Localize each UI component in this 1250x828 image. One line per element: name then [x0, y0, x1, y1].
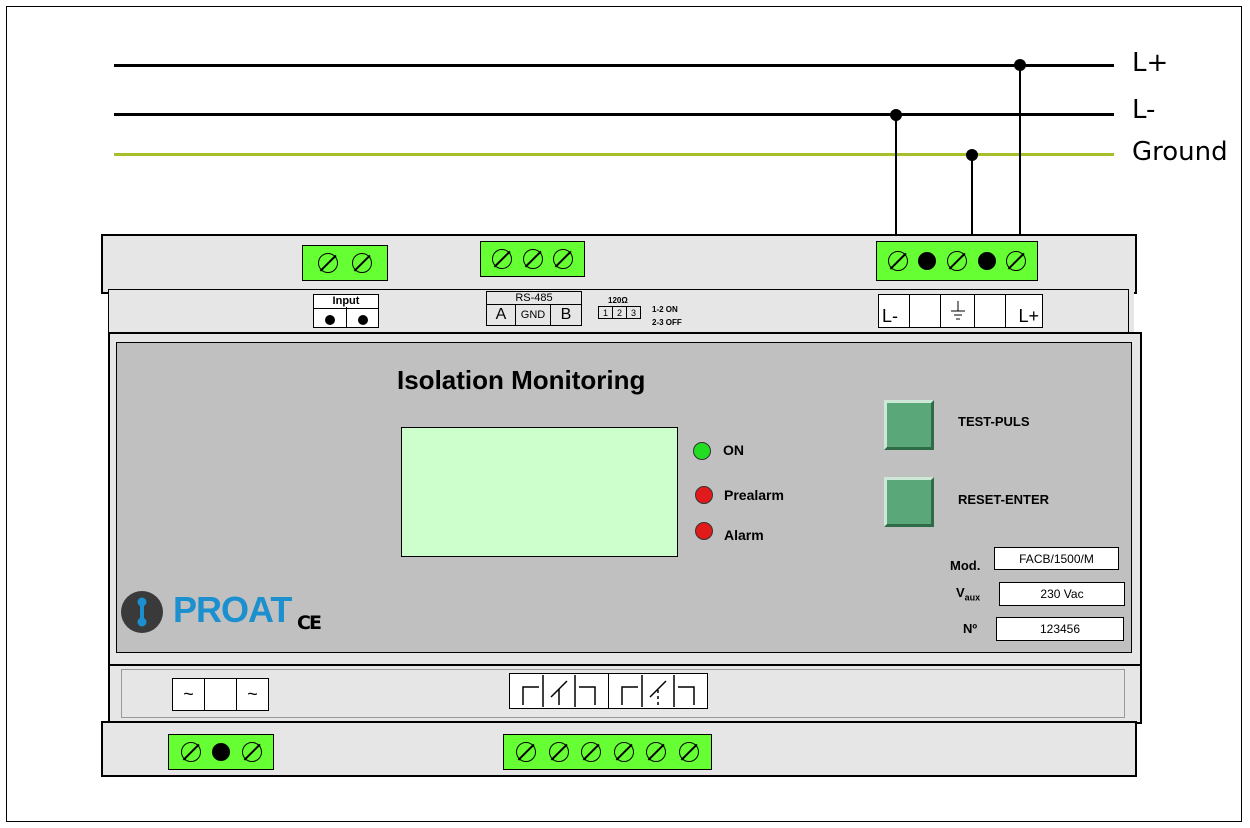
device-title: Isolation Monitoring: [397, 365, 646, 395]
aux-terminal-block: [168, 734, 274, 770]
led-alarm: [695, 522, 713, 540]
bus-line-l-plus: [114, 64, 1114, 67]
serial-label: Nº: [963, 621, 978, 636]
screw-icon: [548, 742, 569, 762]
relay-label-1: [509, 673, 609, 709]
led-alarm-label: Alarm: [724, 527, 764, 543]
serial-value: 123456: [996, 617, 1124, 641]
screw-icon: [581, 742, 602, 762]
junction-ground: [966, 149, 978, 161]
relay-terminal-block: [503, 734, 712, 770]
hole-icon: [977, 252, 996, 270]
relay-contact-icon: [522, 675, 596, 707]
screw-icon: [522, 249, 543, 269]
junction-l-plus: [1014, 59, 1026, 71]
aux-label-1: ~: [172, 678, 205, 711]
ce-mark: CE: [297, 612, 322, 634]
power-label-blank-2: [974, 294, 1006, 328]
power-label-blank-1: [909, 294, 941, 328]
bus-label-l-plus: L+: [1132, 48, 1169, 78]
screw-icon: [946, 251, 967, 271]
rs485-gnd: GND: [515, 304, 551, 326]
termination-pin-1: 1: [598, 306, 613, 319]
screw-icon: [516, 742, 537, 762]
power-label-ground: [940, 294, 975, 328]
vaux-label: Vaux: [956, 585, 980, 603]
test-puls-label: TEST-PULS: [958, 414, 1030, 429]
ground-icon: [950, 301, 965, 320]
bus-line-ground: [114, 153, 1114, 156]
power-label-l-minus: L-: [878, 294, 910, 328]
termination-on: 1-2 ON: [652, 305, 678, 314]
termination-pin-3: 3: [626, 306, 641, 319]
aux-label-2: ~: [236, 678, 269, 711]
screw-icon: [352, 253, 373, 273]
rs485-b: B: [550, 304, 582, 326]
mod-label: Mod.: [950, 558, 981, 573]
screw-icon: [613, 742, 634, 762]
screw-icon: [241, 742, 262, 762]
brand-name: PROAT: [173, 589, 292, 630]
housing-label-strip-edge: [1128, 289, 1134, 335]
bus-label-l-minus: L-: [1132, 95, 1156, 125]
relay-label-2: [608, 673, 708, 709]
relay-contact-icon: [621, 675, 695, 707]
input-contact-dot: [358, 315, 368, 325]
screw-icon: [553, 249, 574, 269]
termination-pin-2: 2: [612, 306, 627, 319]
reset-enter-button[interactable]: [884, 477, 934, 527]
mod-value: FACB/1500/M: [994, 547, 1119, 570]
led-prealarm: [695, 486, 713, 504]
bus-line-l-minus: [114, 113, 1114, 116]
led-on: [693, 442, 711, 460]
screw-icon: [180, 742, 201, 762]
led-on-label: ON: [723, 442, 744, 458]
led-prealarm-label: Prealarm: [724, 487, 784, 503]
rs485-label: RS-485: [486, 291, 582, 305]
screw-icon: [317, 253, 338, 273]
hole-icon: [212, 743, 230, 761]
screw-icon: [491, 249, 512, 269]
wire-l-plus: [1019, 65, 1021, 239]
screw-icon: [1006, 251, 1027, 271]
reset-enter-label: RESET-ENTER: [958, 492, 1050, 507]
junction-l-minus: [890, 109, 902, 121]
diagram-frame: [6, 6, 1242, 822]
rs485-a: A: [486, 304, 516, 326]
termination-ohm: 120Ω: [608, 296, 628, 305]
wire-l-minus: [895, 117, 897, 239]
termination-off: 2-3 OFF: [652, 318, 682, 327]
input-terminal-block: [302, 245, 388, 281]
bus-label-ground: Ground: [1132, 137, 1228, 167]
test-puls-button[interactable]: [884, 400, 934, 450]
wire-ground: [971, 156, 973, 239]
display-screen: [401, 427, 678, 557]
input-contact-dot: [325, 315, 335, 325]
hole-icon: [918, 252, 937, 270]
vaux-label-sub: aux: [964, 592, 981, 603]
power-label-l-plus: L+: [1005, 294, 1043, 328]
proat-logo-icon: [121, 591, 163, 633]
screw-icon: [678, 742, 699, 762]
screw-icon: [646, 742, 667, 762]
power-terminal-block: [876, 241, 1038, 281]
screw-icon: [887, 251, 908, 271]
aux-label-blank: [204, 678, 237, 711]
input-divider: [346, 307, 347, 328]
vaux-value: 230 Vac: [999, 582, 1125, 606]
rs485-terminal-block: [480, 241, 585, 277]
vaux-label-main: V: [956, 585, 965, 600]
